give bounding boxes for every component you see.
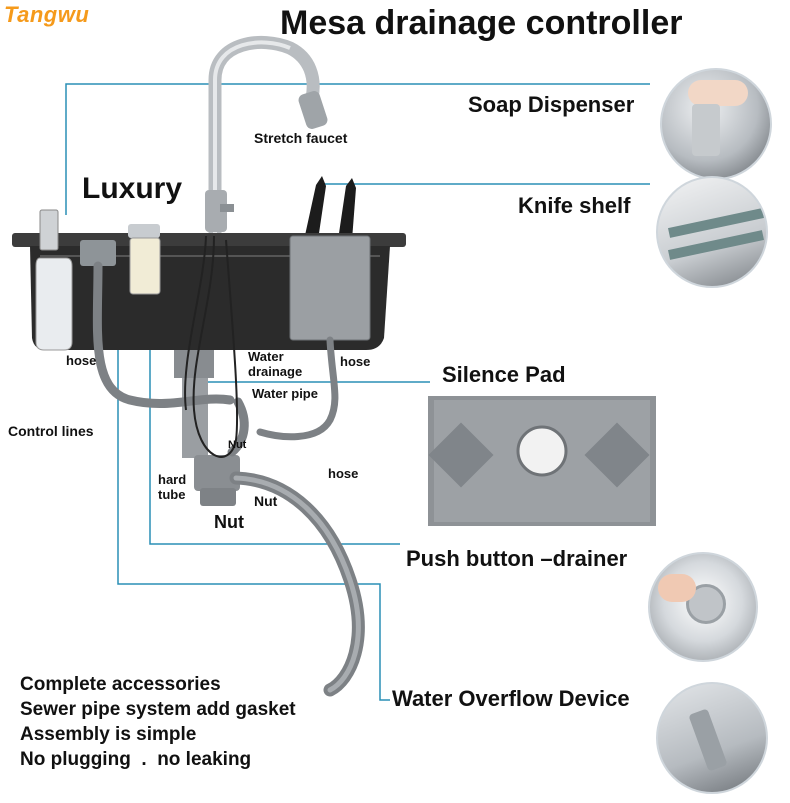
brand-logo: Tangwu — [4, 2, 90, 27]
leader-line-push-button — [149, 290, 400, 545]
knife-shelf-box — [289, 235, 371, 341]
label-hard-tube: hard tube — [158, 472, 187, 502]
label-water-overflow-device: Water Overflow Device — [392, 686, 630, 711]
label-water-drainage: Water drainage — [248, 349, 303, 379]
label-nut-small: Nut — [228, 439, 247, 451]
label-knife-shelf: Knife shelf — [518, 193, 631, 218]
overflow-device-graphic — [80, 240, 116, 266]
label-water-pipe: Water pipe — [252, 386, 318, 401]
page-title: Mesa drainage controller — [280, 4, 683, 42]
label-hose-left: hose — [66, 353, 97, 368]
label-soap-dispenser: Soap Dispenser — [468, 92, 635, 117]
accessory-line: Assembly is simple — [20, 724, 197, 745]
label-control-lines: Control lines — [8, 423, 94, 439]
stretch-faucet-graphic — [205, 35, 328, 242]
label-hose-right: hose — [340, 354, 371, 369]
push-button-photo — [648, 552, 758, 662]
hoses-graphic — [92, 261, 365, 697]
soap-dispenser-photo — [660, 68, 772, 180]
accessory-line: Sewer pipe system add gasket — [20, 699, 296, 720]
soap-dispenser-graphic — [35, 209, 73, 351]
drain-graphic — [174, 350, 240, 506]
accessory-line: No plugging . no leaking — [20, 749, 252, 770]
accessory-line: Complete accessories — [20, 674, 221, 695]
label-luxury: Luxury — [82, 172, 183, 205]
overflow-device-photo — [656, 682, 768, 794]
label-nut-mid: Nut — [254, 493, 278, 509]
label-nut-big: Nut — [214, 512, 244, 532]
knife-shelf-photo — [656, 176, 768, 288]
label-stretch-faucet: Stretch faucet — [254, 130, 348, 146]
silence-pad-graphic — [428, 396, 656, 526]
leader-line-soap-dispenser — [65, 83, 650, 215]
control-lines-graphic — [184, 235, 239, 458]
leader-line-overflow — [117, 318, 390, 701]
push-button-graphic — [128, 224, 161, 295]
label-push-button-drainer: Push button –drainer — [406, 546, 628, 571]
label-hose-lower: hose — [328, 466, 359, 481]
label-silence-pad: Silence Pad — [442, 362, 566, 387]
knives-graphic — [304, 176, 356, 240]
